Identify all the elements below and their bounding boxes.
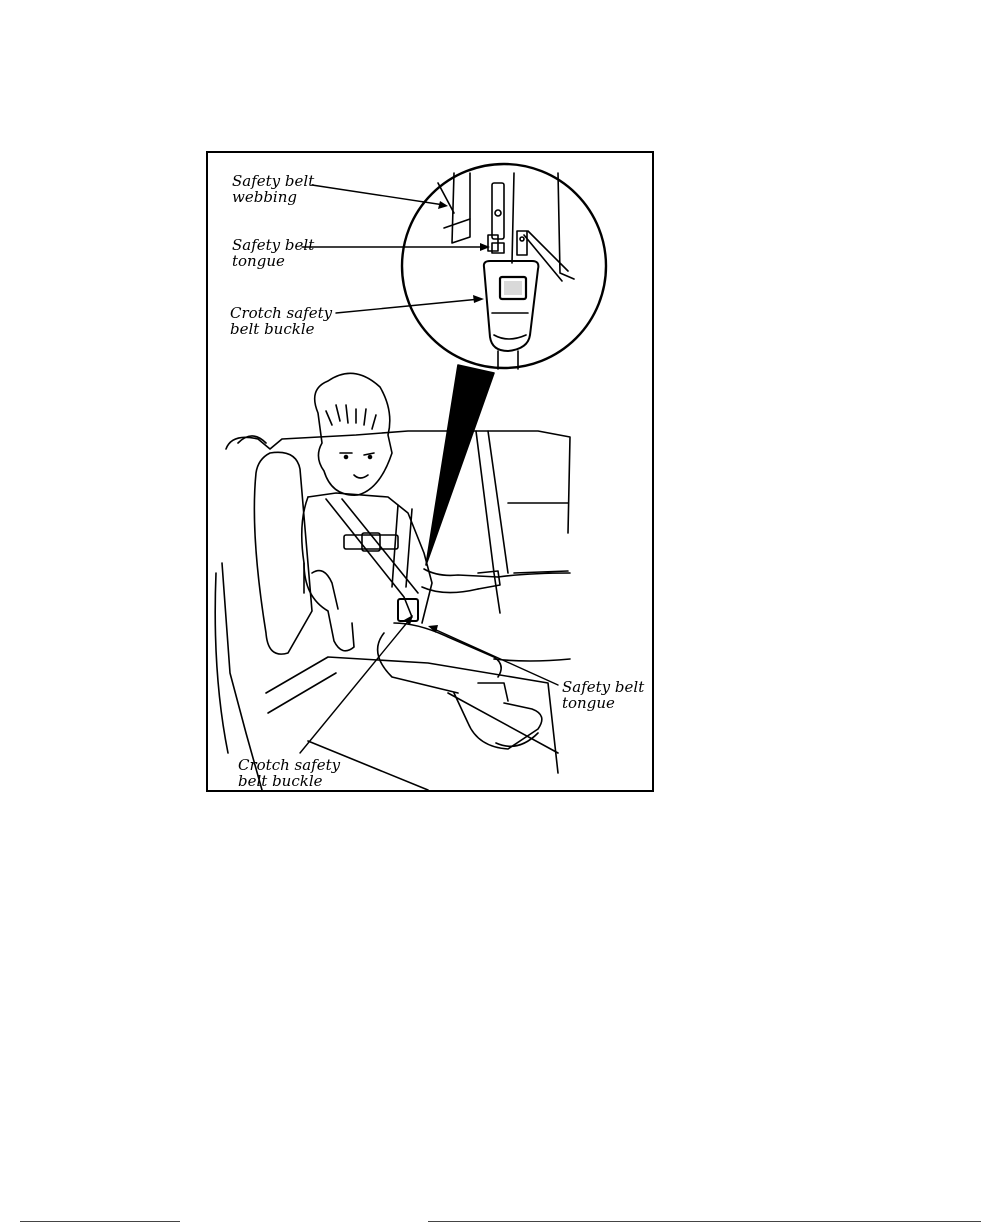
callout-line: belt buckle (230, 321, 332, 337)
child-figure (302, 373, 570, 749)
callout-line: tongue (232, 253, 314, 269)
callout-safety-belt-webbing: Safety belt webbing (232, 173, 314, 205)
callout-line: Safety belt (562, 679, 644, 695)
callout-line: Crotch safety (238, 757, 340, 773)
callout-line: Crotch safety (230, 305, 332, 321)
callout-line: Safety belt (232, 237, 314, 253)
scan-edge-right (428, 1221, 981, 1222)
callout-safety-belt-tongue-bottom: Safety belt tongue (562, 679, 644, 711)
magnifier-pointer (426, 365, 494, 565)
car-seat (215, 431, 570, 790)
callout-crotch-buckle-bottom: Crotch safety belt buckle (238, 757, 340, 789)
detail-magnifier (402, 164, 606, 369)
figure-frame: Safety belt webbing Safety belt tongue C… (206, 151, 654, 792)
callout-line: Safety belt (232, 173, 314, 189)
callout-safety-belt-tongue-top: Safety belt tongue (232, 237, 314, 269)
callout-line: belt buckle (238, 773, 340, 789)
callout-line: tongue (562, 695, 644, 711)
callout-line: webbing (232, 189, 314, 205)
callout-crotch-buckle-top: Crotch safety belt buckle (230, 305, 332, 337)
scan-edge-left (20, 1221, 180, 1222)
callout-leaders (300, 185, 558, 753)
